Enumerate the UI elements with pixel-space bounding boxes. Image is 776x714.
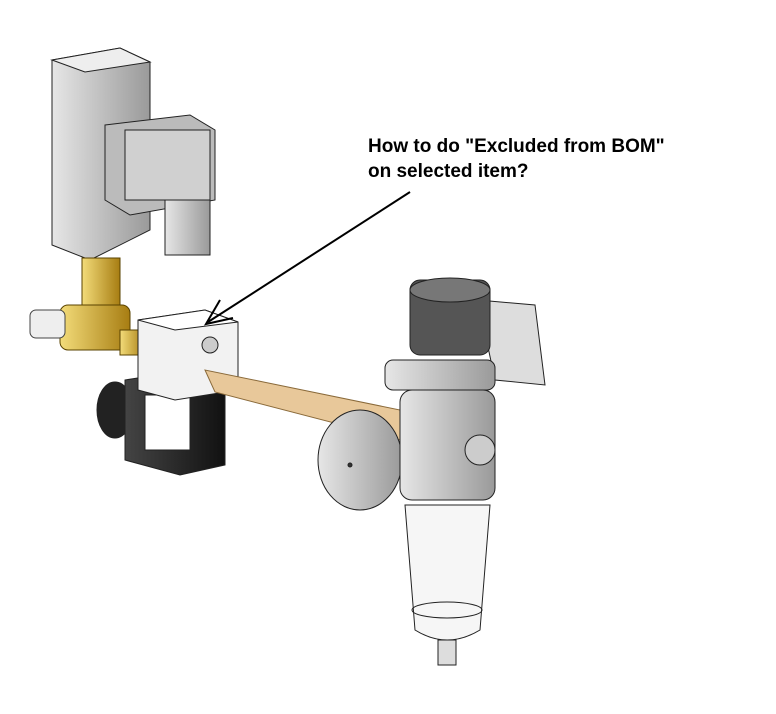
annotation-line-2: on selected item?	[368, 161, 529, 182]
annotation-arrow	[203, 191, 411, 326]
annotation-line-1: How to do "Excluded from BOM"	[368, 136, 665, 157]
pressure-switch[interactable]	[50, 47, 216, 261]
pressure-gauge[interactable]	[317, 409, 403, 511]
filter-regulator[interactable]	[384, 277, 546, 666]
annotation-note: How to do "Excluded from BOM" on selecte…	[368, 134, 665, 184]
brass-fittings[interactable]	[29, 257, 146, 356]
